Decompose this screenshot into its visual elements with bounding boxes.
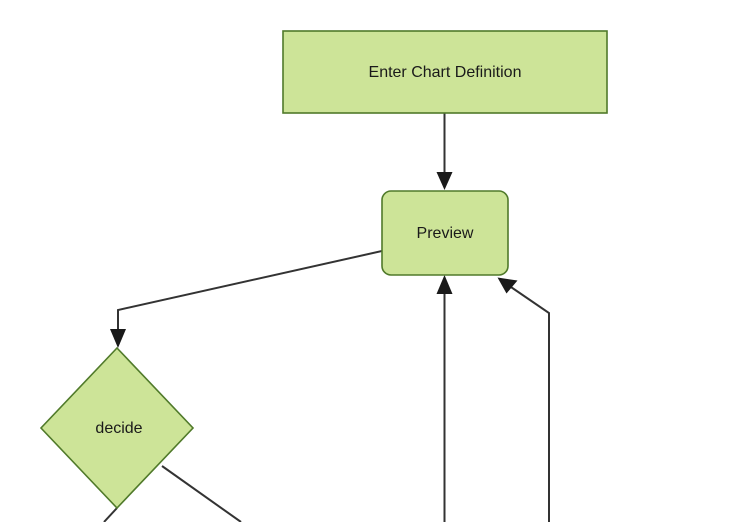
arrowhead-icon (436, 172, 453, 190)
node-shape-rounded-rectangle (381, 190, 509, 276)
edges-group (103, 113, 550, 522)
node-preview[interactable]: Preview (381, 190, 509, 276)
arrowhead-icon (497, 277, 518, 294)
node-decide[interactable]: decide (39, 346, 195, 510)
arrowhead-icon (436, 275, 453, 294)
edge-enter-to-preview[interactable] (436, 113, 453, 190)
nodes-group: Enter Chart Definition Preview decide (39, 30, 608, 510)
node-shape-diamond (39, 346, 195, 510)
edge-decide-bottom-left[interactable] (103, 507, 118, 522)
node-enter-chart-definition[interactable]: Enter Chart Definition (282, 30, 608, 114)
edge-preview-to-decide[interactable] (110, 250, 383, 348)
node-shape-rectangle (282, 30, 608, 114)
arrowhead-icon (110, 329, 126, 348)
edge-bottom-right-to-preview[interactable] (497, 277, 550, 522)
edge-decide-bottom-right[interactable] (161, 465, 242, 522)
edge-bottom-center-to-preview[interactable] (436, 275, 453, 522)
